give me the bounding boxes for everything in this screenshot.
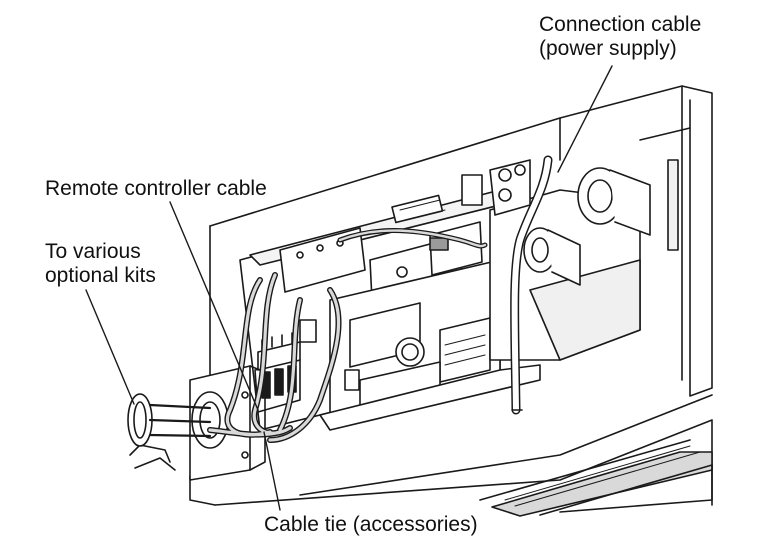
- leader-lines: [85, 65, 613, 511]
- leader-remote-controller: [169, 201, 259, 411]
- connection-cable-label: Connection cable (power supply): [539, 13, 701, 61]
- cable-tie-label: Cable tie (accessories): [264, 513, 478, 536]
- remote-controller-cable-label: Remote controller cable: [45, 177, 267, 200]
- leader-cable-tie: [263, 431, 281, 511]
- front-panel: [214, 394, 713, 517]
- optional-kits-label-line-1: To various: [45, 240, 141, 263]
- connection-cable-label-line-1: Connection cable: [539, 13, 702, 36]
- wire-harness-highlight: [208, 273, 341, 442]
- optional-kits-label: To various optional kits: [45, 240, 156, 288]
- leader-optional-kits: [85, 289, 135, 405]
- optional-kits-bundle: [127, 393, 212, 447]
- connection-cable-label-line-2: (power supply): [539, 37, 677, 60]
- electrical-box: [239, 189, 541, 431]
- optional-kits-label-line-2: optional kits: [45, 264, 156, 287]
- pipe-assembly: [461, 159, 651, 361]
- power-supply-cable: [510, 155, 553, 415]
- leader-connection-cable: [557, 65, 613, 173]
